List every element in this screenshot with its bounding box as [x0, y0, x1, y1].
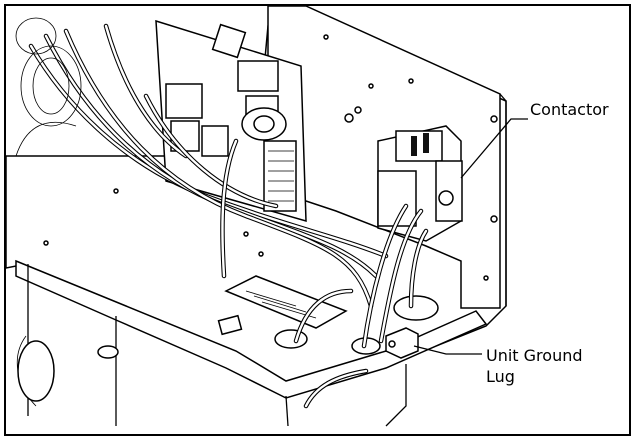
contactor-leader-line [460, 118, 528, 179]
wire-harness [28, 23, 429, 409]
floor-hole-1 [274, 329, 308, 349]
relay-3 [201, 125, 229, 157]
contactor [377, 125, 463, 242]
diagram-frame: Contactor Unit Ground Lug [4, 4, 631, 436]
relay-1 [165, 83, 203, 119]
transformer [237, 60, 279, 92]
control-box-illustration [6, 6, 528, 427]
ground-lug-leader-line [413, 345, 482, 355]
terminal-strip [263, 140, 297, 212]
unit-ground-lug [385, 327, 419, 359]
floor-hole-3 [393, 295, 439, 321]
ground-lug-callout: Unit Ground Lug [486, 345, 583, 387]
ground-lug-callout-line2: Lug [486, 367, 515, 386]
label-plate [224, 275, 348, 329]
contactor-callout: Contactor [530, 100, 609, 119]
ground-lug-callout-line1: Unit Ground [486, 346, 583, 365]
